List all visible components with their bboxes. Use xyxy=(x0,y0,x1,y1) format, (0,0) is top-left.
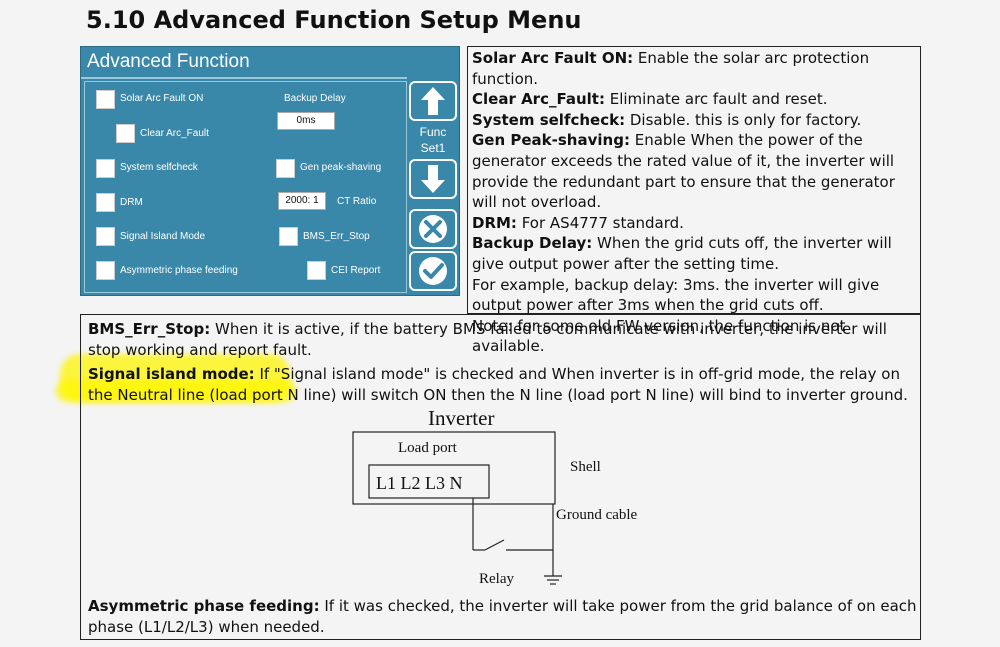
func-label-line1: Func xyxy=(419,125,447,139)
desc-selfcheck: System selfcheck: Disable. this is only … xyxy=(472,110,916,131)
settings-area: Solar Arc Fault ON Clear Arc_Fault Syste… xyxy=(84,81,407,293)
diagram-title: Inverter xyxy=(428,406,495,430)
text-gen-peak: Enable When the power of the generator e… xyxy=(472,131,895,212)
cei-report-label: CEI Report xyxy=(331,265,381,276)
shell-box xyxy=(352,431,556,505)
text-drm: For AS4777 standard. xyxy=(516,213,684,232)
relay-contact xyxy=(484,539,505,551)
desc-note: Note: for some old FW version, the funct… xyxy=(472,316,846,356)
bms-err-stop-checkbox[interactable] xyxy=(279,227,298,246)
desc-solar-arc: Solar Arc Fault ON: Enable the solar arc… xyxy=(472,48,916,89)
term-solar-arc: Solar Arc Fault ON: xyxy=(472,49,634,67)
desc-drm: DRM: For AS4777 standard. xyxy=(472,213,916,234)
desc-example: For example, backup delay: 3ms. the inve… xyxy=(472,275,880,315)
drm-checkbox[interactable] xyxy=(96,193,115,212)
shell-label: Shell xyxy=(570,459,601,475)
signal-island-mode-checkbox[interactable] xyxy=(96,227,115,246)
term-gen-peak: Gen Peak-shaving: xyxy=(472,131,630,150)
desc-bms: BMS_Err_Stop: When it is active, if the … xyxy=(88,319,913,360)
section-title: 5.10 Advanced Function Setup Menu xyxy=(86,6,582,34)
side-button-column: Func Set1 xyxy=(409,81,459,293)
func-label-line2: Set1 xyxy=(420,141,446,155)
cancel-button[interactable] xyxy=(409,209,457,249)
highlighter-mark-lower xyxy=(56,380,296,402)
asymmetric-phase-checkbox[interactable] xyxy=(96,261,115,280)
down-button[interactable] xyxy=(409,159,457,199)
gen-peak-shaving-checkbox[interactable] xyxy=(276,159,295,178)
desc-signal-island: Signal island mode: If "Signal island mo… xyxy=(88,364,913,405)
text-clear-arc: Eliminate arc fault and reset. xyxy=(604,90,828,109)
term-clear-arc: Clear Arc_Fault: xyxy=(472,90,605,109)
system-selfcheck-checkbox[interactable] xyxy=(96,159,115,178)
function-description-box: Solar Arc Fault ON: Enable the solar arc… xyxy=(467,46,921,355)
solar-arc-fault-checkbox[interactable] xyxy=(96,90,115,109)
panel-title: Advanced Function xyxy=(87,51,250,72)
term-drm: DRM: xyxy=(472,213,517,232)
clear-arc-fault-label: Clear Arc_Fault xyxy=(140,128,209,139)
backup-delay-input[interactable]: 0ms xyxy=(277,112,335,130)
term-selfcheck: System selfcheck: xyxy=(472,110,626,129)
text-asymmetric: If it was checked, the inverter will tak… xyxy=(88,597,917,636)
up-button[interactable] xyxy=(409,81,457,121)
ground-cable-label: Ground cable xyxy=(556,507,638,523)
terminal-labels: L1 L2 L3 N xyxy=(376,473,463,493)
up-arrow-icon xyxy=(421,87,445,115)
panel-title-divider xyxy=(81,77,407,79)
cei-report-checkbox[interactable] xyxy=(307,261,326,280)
asymmetric-phase-label: Asymmetric phase feeding xyxy=(120,265,238,276)
clear-arc-fault-checkbox[interactable] xyxy=(116,124,135,143)
terminal-block xyxy=(368,464,490,499)
lower-description-box: BMS_Err_Stop: When it is active, if the … xyxy=(80,314,921,640)
close-x-icon xyxy=(419,215,447,243)
relay-label: Relay xyxy=(479,571,514,587)
bms-err-stop-label: BMS_Err_Stop xyxy=(303,231,370,242)
confirm-button[interactable] xyxy=(409,251,457,291)
grounding-diagram xyxy=(352,431,562,585)
checkmark-icon xyxy=(419,257,447,285)
ct-ratio-label: CT Ratio xyxy=(337,196,377,207)
signal-island-mode-label: Signal Island Mode xyxy=(120,231,206,242)
text-signal-island: If "Signal island mode" is checked and W… xyxy=(88,365,908,404)
term-bms: BMS_Err_Stop: xyxy=(88,320,211,338)
desc-backup-delay: Backup Delay: When the grid cuts off, th… xyxy=(472,233,916,274)
desc-asymmetric: Asymmetric phase feeding: If it was chec… xyxy=(88,596,918,637)
text-solar-arc: Enable the solar arc protection function… xyxy=(472,49,870,88)
system-selfcheck-label: System selfcheck xyxy=(120,162,198,173)
text-backup-delay: When the grid cuts off, the inverter wil… xyxy=(472,234,892,273)
gen-peak-shaving-label: Gen peak-shaving xyxy=(300,162,382,173)
load-port-label: Load port xyxy=(398,440,457,456)
desc-gen-peak: Gen Peak-shaving: Enable When the power … xyxy=(472,130,916,212)
advanced-function-panel: Advanced Function Solar Arc Fault ON Cle… xyxy=(80,46,460,296)
term-signal-island: Signal island mode: xyxy=(88,365,255,384)
desc-clear-arc: Clear Arc_Fault: Eliminate arc fault and… xyxy=(472,89,916,110)
solar-arc-fault-label: Solar Arc Fault ON xyxy=(120,93,204,104)
text-selfcheck: Disable. this is only for factory. xyxy=(625,110,862,129)
backup-delay-label: Backup Delay xyxy=(284,93,346,104)
text-bms: When it is active, if the battery BMS fa… xyxy=(88,320,887,359)
down-arrow-icon xyxy=(421,165,445,193)
term-backup-delay: Backup Delay: xyxy=(472,234,593,253)
term-asymmetric: Asymmetric phase feeding: xyxy=(88,597,320,615)
drm-label: DRM xyxy=(120,197,143,208)
ct-ratio-input[interactable]: 2000: 1 xyxy=(278,192,326,210)
